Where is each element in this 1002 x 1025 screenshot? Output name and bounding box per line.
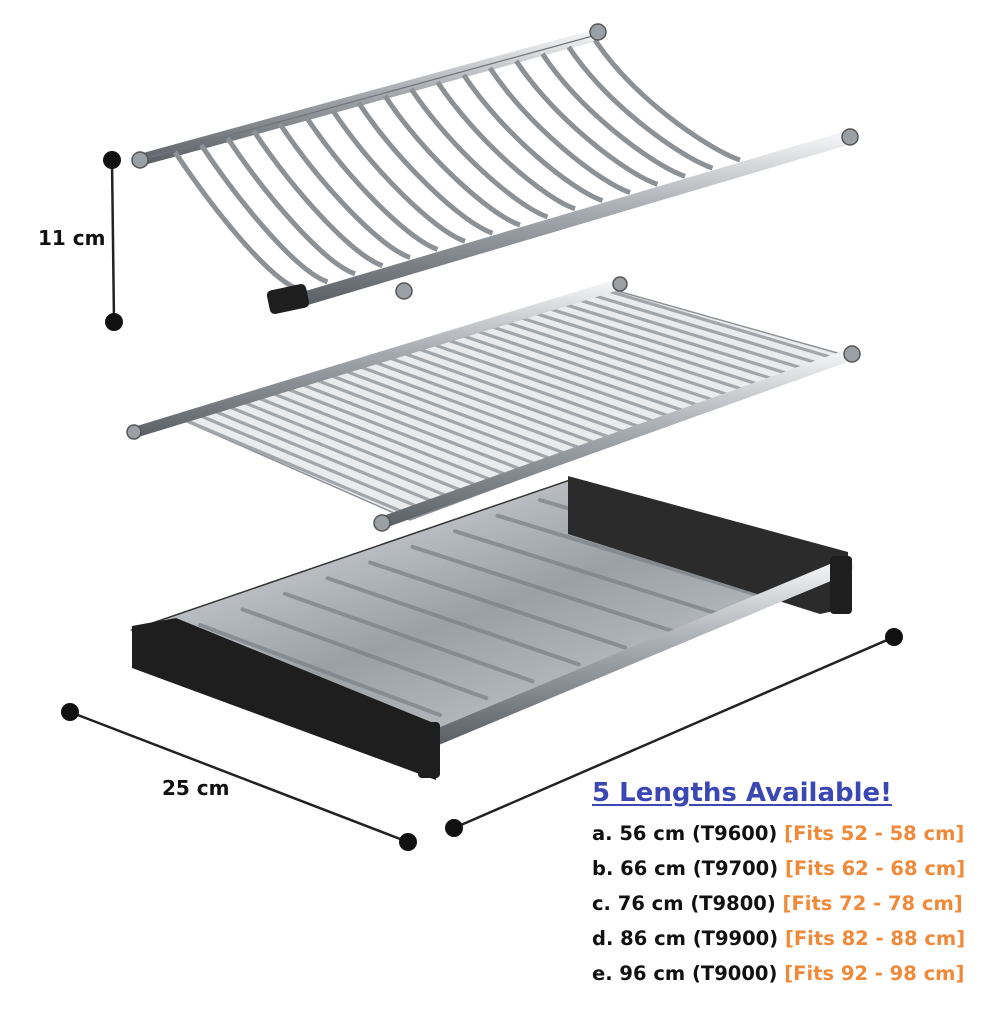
length-item: b. 66 cm (T9700) [Fits 62 - 68 cm] <box>592 851 997 886</box>
length-item: d. 86 cm (T9900) [Fits 82 - 88 cm] <box>592 921 997 956</box>
depth-label: 25 cm <box>162 776 230 800</box>
length-list: a. 56 cm (T9600) [Fits 52 - 58 cm]b. 66 … <box>592 816 997 991</box>
length-item: e. 96 cm (T9000) [Fits 92 - 98 cm] <box>592 956 997 991</box>
length-size: b. 66 cm (T9700) <box>592 857 779 880</box>
length-fit: [Fits 62 - 68 cm] <box>784 857 966 880</box>
plate-rack <box>131 23 859 314</box>
height-label: 11 cm <box>38 226 106 250</box>
length-fit: [Fits 82 - 88 cm] <box>784 927 966 950</box>
length-fit: [Fits 92 - 98 cm] <box>784 962 965 985</box>
lengths-panel: 5 Lengths Available! a. 56 cm (T9600) [F… <box>592 778 997 991</box>
length-size: a. 56 cm (T9600) <box>592 822 778 845</box>
length-item: c. 76 cm (T9800) [Fits 72 - 78 cm] <box>592 886 997 921</box>
dimension-depth <box>61 703 417 851</box>
length-fit: [Fits 52 - 58 cm] <box>784 822 965 845</box>
cup-rack <box>126 276 861 532</box>
length-size: d. 86 cm (T9900) <box>592 927 779 950</box>
dimension-height <box>103 151 123 331</box>
length-size: e. 96 cm (T9000) <box>592 962 778 985</box>
length-size: c. 76 cm (T9800) <box>592 892 776 915</box>
length-item: a. 56 cm (T9600) [Fits 52 - 58 cm] <box>592 816 997 851</box>
lengths-title: 5 Lengths Available! <box>592 778 893 808</box>
drip-tray <box>129 476 854 780</box>
length-fit: [Fits 72 - 78 cm] <box>782 892 963 915</box>
dimension-length <box>445 628 903 837</box>
